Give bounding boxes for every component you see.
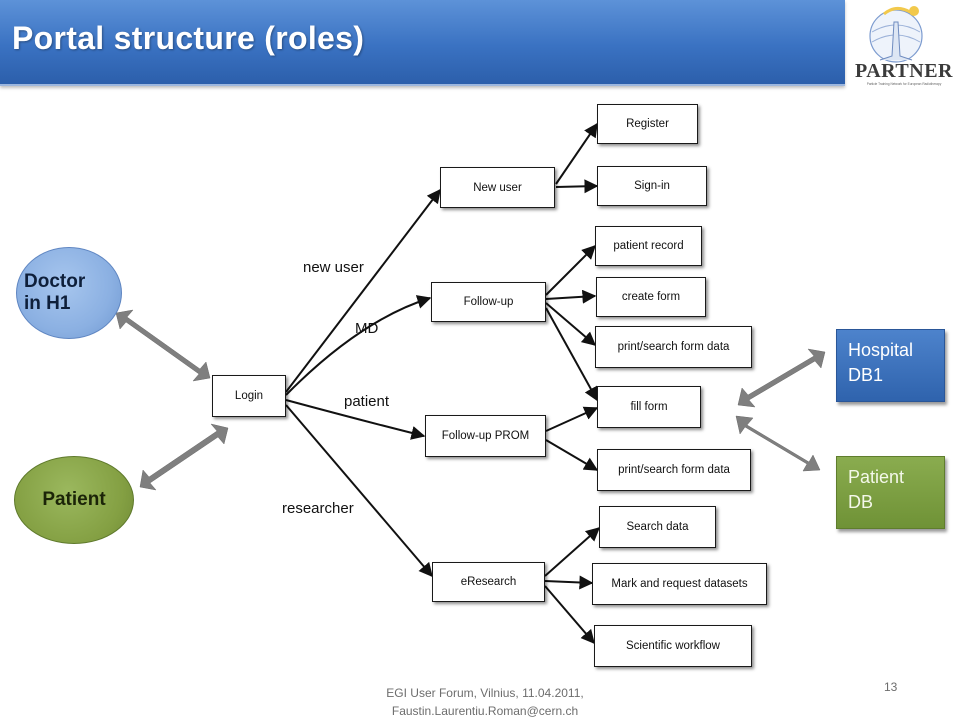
follow-up-node: Follow-up [431, 282, 546, 322]
login-node: Login [212, 375, 286, 417]
footer-line-1: EGI User Forum, Vilnius, 11.04.2011, [386, 686, 584, 700]
double-arrow-doctor-login [115, 309, 211, 382]
register-node: Register [597, 104, 698, 144]
edge-label-new-user: new user [303, 259, 364, 276]
mark-request-node: Mark and request datasets [592, 563, 767, 605]
connector-eresearch-mark [544, 575, 594, 590]
connector-followup-record [545, 245, 596, 296]
connector-eresearch-search [544, 527, 601, 577]
edge-label-md: MD [355, 320, 379, 337]
double-arrow-patient-login [139, 423, 229, 491]
create-form-node: create form [596, 277, 706, 317]
logo-wordmark: PARTNER [855, 60, 953, 82]
connector-followup-print [545, 302, 597, 346]
connector-prom-print [545, 439, 599, 471]
connector-login-prom [285, 399, 426, 440]
connector-eresearch-workflow [544, 585, 595, 645]
new-user-node: New user [440, 167, 555, 208]
connector-login-followup [285, 295, 432, 396]
page-number: 13 [884, 680, 898, 694]
connector-newuser-register [555, 122, 598, 185]
search-data-node: Search data [599, 506, 716, 548]
role-doctor-label: Doctor in H1 [24, 271, 86, 314]
connector-followup-create [545, 289, 597, 304]
connector-prom-fill [545, 406, 599, 432]
edge-label-researcher: researcher [282, 500, 354, 517]
logo-subtitle: Particle Training Network for European R… [866, 82, 942, 86]
hospital-db-box: Hospital DB1 [836, 329, 945, 402]
role-patient-ellipse: Patient [14, 456, 134, 544]
footer-text: EGI User Forum, Vilnius, 11.04.2011, Fau… [330, 684, 640, 720]
sign-in-node: Sign-in [597, 166, 707, 206]
title-bar: Portal structure (roles) [0, 0, 845, 86]
footer-line-2: Faustin.Laurentiu.Roman@cern.ch [391, 704, 579, 718]
fill-form-node: fill form [597, 386, 701, 428]
connector-login-eresearch [285, 404, 433, 578]
patient-db-label: Patient DB [848, 467, 905, 512]
connector-newuser-signin [555, 179, 599, 194]
role-doctor-ellipse: Doctor in H1 [16, 247, 122, 339]
patient-record-node: patient record [595, 226, 702, 266]
edge-label-patient: patient [344, 393, 390, 410]
scientific-workflow-node: Scientific workflow [594, 625, 752, 667]
eresearch-node: eResearch [432, 562, 545, 602]
print-search-followup-node: print/search form data [595, 326, 752, 368]
hospital-db-label: Hospital DB1 [848, 340, 914, 385]
role-patient-label: Patient [42, 489, 106, 510]
connector-followup-fill [545, 307, 598, 402]
double-arrow-login-hospitaldb [737, 348, 826, 408]
partner-logo-icon [869, 6, 923, 63]
double-arrow-login-patientdb [735, 415, 821, 472]
follow-up-prom-node: Follow-up PROM [425, 415, 546, 457]
patient-db-box: Patient DB [836, 456, 945, 529]
connector-login-newuser [285, 188, 441, 393]
print-search-prom-node: print/search form data [597, 449, 751, 491]
slide-title: Portal structure (roles) [12, 20, 365, 56]
